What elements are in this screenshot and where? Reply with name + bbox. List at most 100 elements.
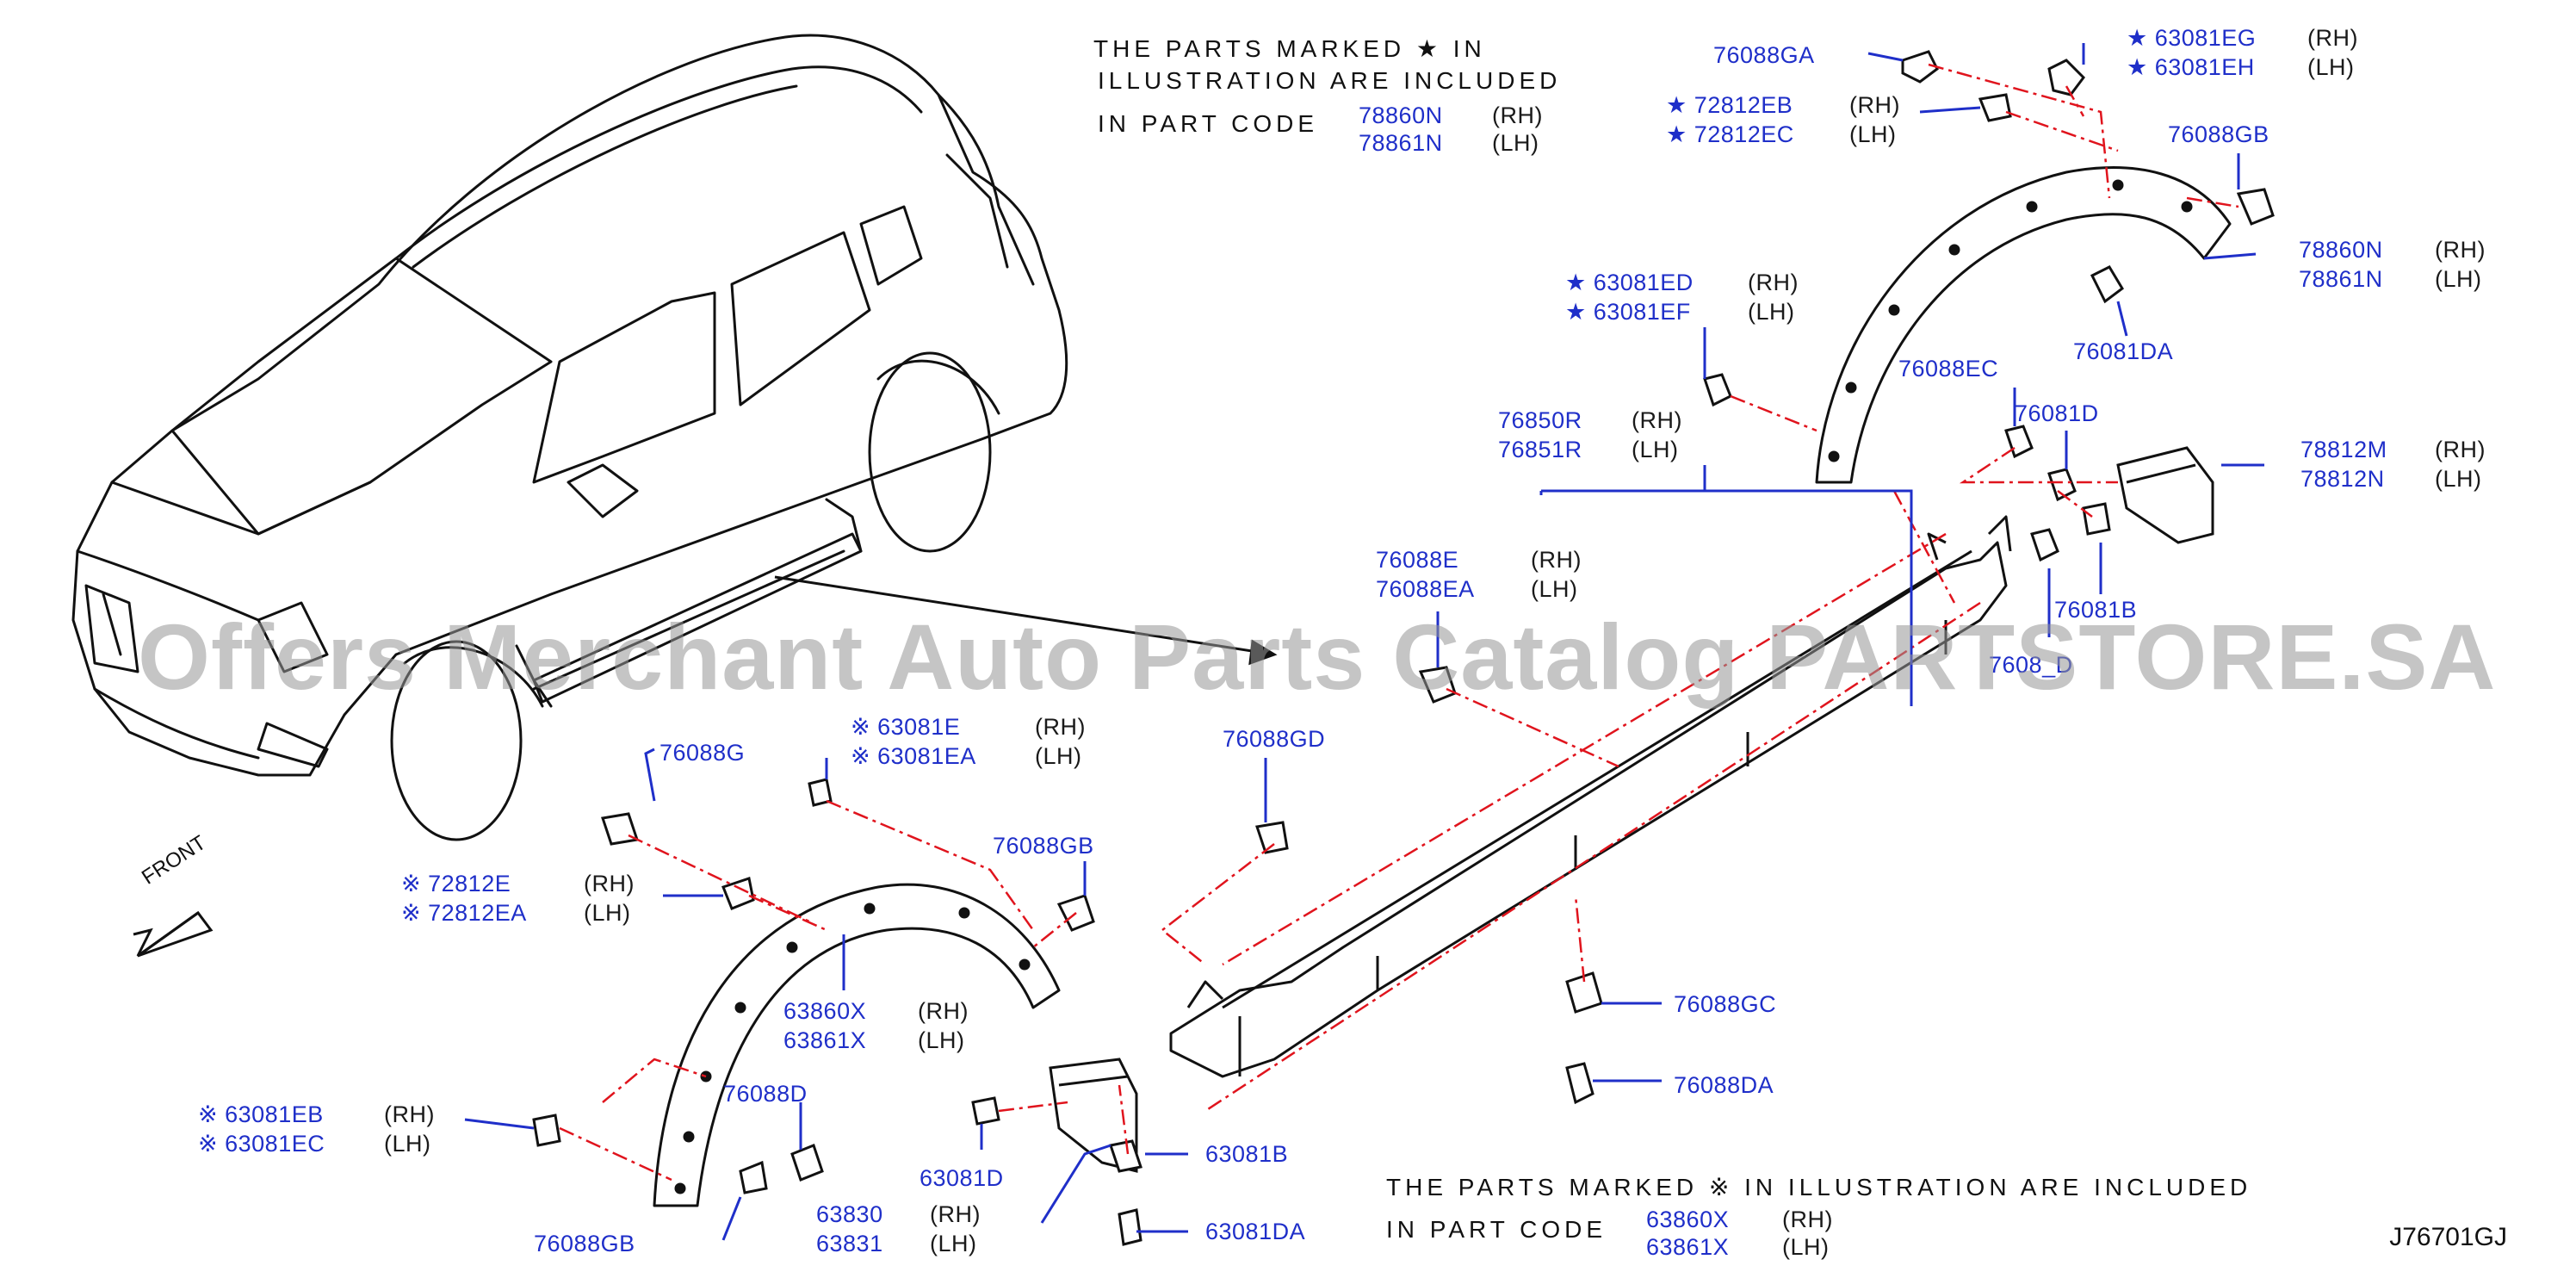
screw-icon-63081DA (1118, 1208, 1142, 1246)
label-63081EH[interactable]: ★ 63081EH (2127, 54, 2255, 80)
side-76850R: (RH) (1632, 407, 1682, 433)
note-top-code-1: 78860N (1359, 102, 1443, 128)
side-76088EA: (LH) (1531, 576, 1578, 602)
side-72812EA: (LH) (584, 900, 631, 926)
label-76088GB-top[interactable]: 76088GB (2168, 121, 2269, 147)
label-78861N[interactable]: 78861N (2299, 266, 2383, 292)
pointer-arrow (774, 575, 1278, 666)
side-sill-molding (1169, 515, 2012, 1078)
note-bottom-code-2: 63861X (1646, 1234, 1730, 1260)
label-63860X[interactable]: 63860X (783, 998, 867, 1024)
side-63081EG: (RH) (2307, 25, 2358, 51)
side-63861X: (LH) (918, 1027, 965, 1053)
label-76088EA[interactable]: 76088EA (1376, 576, 1475, 602)
label-72812E[interactable]: ※ 72812E (401, 871, 511, 896)
label-78860N[interactable]: 78860N (2299, 237, 2383, 263)
side-78861N: (LH) (2435, 266, 2482, 292)
note-top-side-2: (LH) (1492, 130, 1539, 156)
screw-icon-76081DA-top (2090, 265, 2124, 304)
label-63081EC[interactable]: ※ 63081EC (198, 1131, 325, 1157)
label-76081DA-top[interactable]: 76081DA (2073, 338, 2174, 364)
clip-icon-76088GD (1255, 821, 1289, 854)
side-76088E: (RH) (1531, 547, 1582, 573)
label-76088GA[interactable]: 76088GA (1713, 42, 1815, 68)
label-63081ED[interactable]: ★ 63081ED (1565, 270, 1694, 295)
label-63830[interactable]: 63830 (816, 1201, 883, 1227)
label-76081D-top[interactable]: 76081D (2015, 400, 2099, 426)
note-bottom-line1: THE PARTS MARKED ※ IN ILLUSTRATION ARE I… (1386, 1174, 2252, 1200)
clip-icon-72812EB (1978, 93, 2012, 122)
screw-icon-76088DA (1565, 1062, 1595, 1105)
label-63081EB[interactable]: ※ 63081EB (198, 1101, 324, 1127)
screw-icon-76088D (790, 1144, 824, 1182)
side-63081EF: (LH) (1748, 299, 1795, 325)
note-bottom-side-2: (LH) (1782, 1234, 1830, 1260)
screw-icon-7608_D (2030, 528, 2059, 562)
label-76088DA[interactable]: 76088DA (1674, 1072, 1774, 1098)
clip-icon-76088GA (1901, 50, 1939, 84)
label-63081EG[interactable]: ★ 63081EG (2127, 25, 2257, 51)
mud-flap-rear (2116, 446, 2214, 544)
side-63081EH: (LH) (2307, 54, 2355, 80)
dash-callouts (559, 63, 2239, 1182)
vehicle-outline (71, 34, 1068, 841)
label-76851R[interactable]: 76851R (1498, 437, 1582, 462)
label-76088E[interactable]: 76088E (1376, 547, 1459, 573)
mud-flap-front (1049, 1058, 1138, 1173)
clip-icon-72812E (721, 877, 755, 910)
diagram-code: J76701GJ (2389, 1223, 2507, 1251)
note-top-line1: THE PARTS MARKED ★ IN (1093, 35, 1486, 62)
clip-icon-63081EB (532, 1114, 561, 1147)
label-72812EA[interactable]: ※ 72812EA (401, 900, 527, 926)
side-63860X: (RH) (918, 998, 969, 1024)
side-78860N: (RH) (2435, 237, 2486, 263)
clip-icon-76081B (2082, 502, 2111, 536)
label-72812EB[interactable]: ★ 72812EB (1666, 92, 1793, 118)
label-7608_D[interactable]: 7608_D (1989, 652, 2073, 678)
clip-icon-76088G (601, 812, 639, 846)
leader-lines (464, 43, 2264, 1241)
screw-icon-76081D-top (2047, 468, 2077, 502)
label-76088GD[interactable]: 76088GD (1223, 726, 1326, 752)
side-63081E: (RH) (1035, 714, 1086, 740)
label-76088GB-bot[interactable]: 76088GB (534, 1231, 635, 1256)
note-bottom-side-1: (RH) (1782, 1207, 1833, 1232)
label-63081EA[interactable]: ※ 63081EA (851, 743, 976, 769)
label-63861X[interactable]: 63861X (783, 1027, 867, 1053)
screw-icon-63081D (971, 1096, 1000, 1126)
label-76081B[interactable]: 76081B (2054, 597, 2138, 623)
label-63081DA[interactable]: 63081DA (1205, 1219, 1306, 1244)
side-63081ED: (RH) (1748, 270, 1799, 295)
label-76088G[interactable]: 76088G (659, 740, 746, 766)
side-72812E: (RH) (584, 871, 635, 896)
side-63081EA: (LH) (1035, 743, 1082, 769)
label-63081B[interactable]: 63081B (1205, 1141, 1289, 1167)
side-63831: (LH) (930, 1231, 977, 1256)
label-63081EF[interactable]: ★ 63081EF (1565, 299, 1691, 325)
label-76088GC[interactable]: 76088GC (1674, 991, 1777, 1017)
label-63831[interactable]: 63831 (816, 1231, 883, 1256)
label-78812N[interactable]: 78812N (2300, 466, 2385, 492)
side-63081EC: (LH) (384, 1131, 431, 1157)
note-top-line3: IN PART CODE (1098, 110, 1319, 137)
label-76850R[interactable]: 76850R (1498, 407, 1582, 433)
clip-icon-63081ED (1703, 373, 1732, 407)
label-76088D[interactable]: 76088D (723, 1081, 808, 1107)
side-72812EC: (LH) (1849, 121, 1897, 147)
label-63081D[interactable]: 63081D (920, 1165, 1004, 1191)
side-63081EB: (RH) (384, 1101, 435, 1127)
note-top-side-1: (RH) (1492, 102, 1543, 128)
rear-fender-flare (1815, 166, 2232, 484)
clip-icon-76088GB-bot (739, 1160, 768, 1194)
label-78812M[interactable]: 78812M (2300, 437, 2387, 462)
clip-icon-63081EG (2047, 59, 2085, 96)
note-top-line2: ILLUSTRATION ARE INCLUDED (1098, 67, 1562, 94)
side-78812M: (RH) (2435, 437, 2486, 462)
label-63081E[interactable]: ※ 63081E (851, 714, 961, 740)
watermark: Offers Merchant Auto Parts Catalog PARTS… (138, 605, 2497, 709)
label-72812EC[interactable]: ★ 72812EC (1666, 121, 1794, 147)
label-76088EC[interactable]: 76088EC (1898, 356, 1999, 382)
label-76088GB-mid[interactable]: 76088GB (993, 833, 1094, 859)
clip-icon-63081E (808, 778, 833, 807)
clip-icon-63081B (1109, 1139, 1142, 1173)
